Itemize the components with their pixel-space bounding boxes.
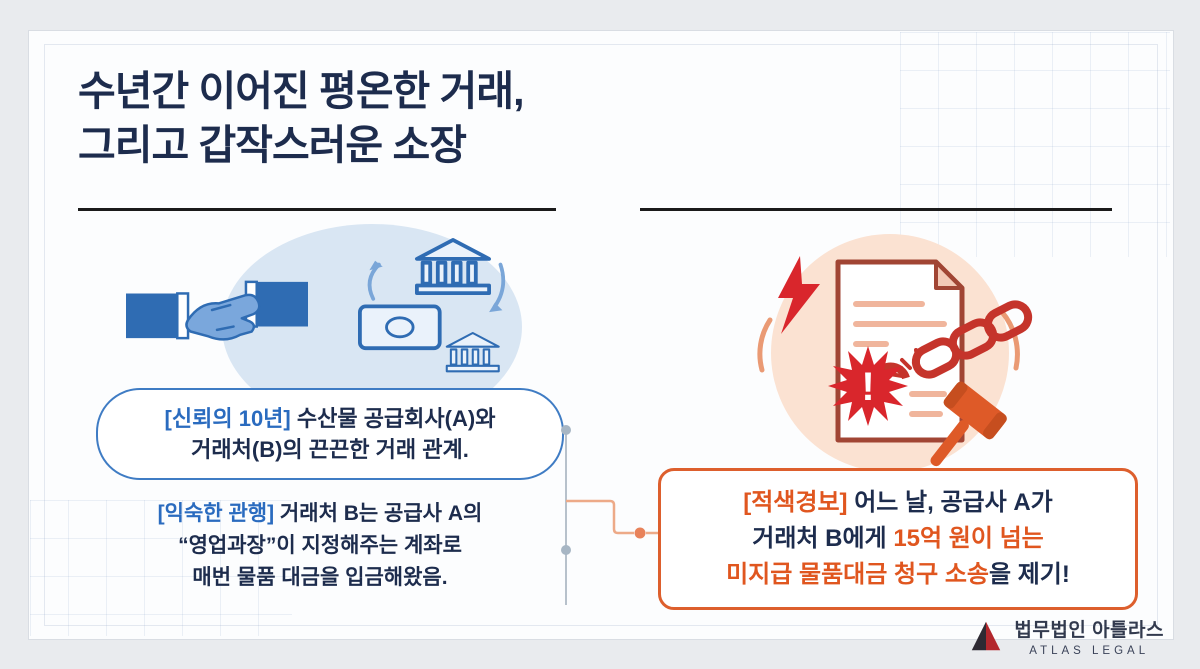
trust-bubble: [신뢰의 10년] 수산물 공급회사(A)와 거래처(B)의 끈끈한 거래 관계… — [96, 388, 564, 481]
warning-burst-icon: ! — [828, 346, 908, 426]
habit-tag: [익숙한 관행] — [157, 502, 275, 525]
logo-english-name: ATLAS LEGAL — [1029, 645, 1150, 657]
trust-bubble-line-1: [신뢰의 10년] 수산물 공급회사(A)와 — [108, 403, 552, 434]
alert-line2-accent: 15억 원이 넘는 — [893, 525, 1044, 552]
habit-note: [익숙한 관행] 거래처 B는 공급사 A의 “영업과장”이 지정해주는 계좌로… — [100, 498, 540, 594]
document-icon — [835, 259, 965, 443]
atlas-mountain-logo-icon — [972, 621, 1001, 651]
logo-korean-name: 법무법인 아틀라스 — [1014, 620, 1164, 641]
alert-tag: [적색경보] — [743, 489, 848, 516]
title-line-2: 그리고 갑작스러운 소장 — [78, 122, 467, 169]
alert-line-2: 거래처 B에게 15억 원이 넘는 — [669, 521, 1127, 557]
habit-note-line-2: “영업과장”이 지정해주는 계좌로 — [178, 533, 462, 557]
gavel-icon — [930, 381, 1007, 467]
title-line-1: 수년간 이어진 평온한 거래, — [78, 68, 524, 114]
trust-bubble-line-2: 거래처(B)의 끈끈한 거래 관계. — [191, 437, 469, 463]
alert-line3-plain: 을 제기! — [988, 561, 1070, 588]
footer-logo: 법무법인 아틀라스 ATLAS LEGAL — [968, 615, 1164, 657]
habit-note-line-1: [익숙한 관행] 거래처 B는 공급사 A의 — [100, 498, 540, 530]
red-alert-box: [적색경보] 어느 날, 공급사 A가 거래처 B에게 15억 원이 넘는 미지… — [658, 468, 1138, 610]
habit-line1-text: 거래처 B는 공급사 A의 — [274, 502, 483, 525]
divider-left — [78, 208, 556, 211]
footer-logo-text: 법무법인 아틀라스 ATLAS LEGAL — [1014, 615, 1164, 657]
divider-right — [640, 208, 1112, 211]
lawsuit-illustration: ! — [757, 234, 1033, 472]
burst-exclamation: ! — [861, 365, 874, 409]
vibration-arc-left — [757, 317, 773, 373]
habit-note-line-3: 매번 물품 대금을 입금해왔음. — [192, 565, 448, 589]
lightning-icon — [778, 256, 820, 334]
alert-line2-plain: 거래처 B에게 — [752, 525, 894, 552]
alert-line-3: 미지급 물품대금 청구 소송을 제기! — [669, 557, 1127, 593]
alert-line1-text: 어느 날, 공급사 A가 — [847, 489, 1053, 516]
vibration-arc-right — [999, 309, 1020, 371]
alert-line-1: [적색경보] 어느 날, 공급사 A가 — [669, 485, 1127, 521]
page-title: 수년간 이어진 평온한 거래, 그리고 갑작스러운 소장 — [78, 64, 638, 172]
trust-line1-text: 수산물 공급회사(A)와 — [290, 406, 496, 431]
bank-transfer-icon — [358, 238, 506, 373]
alert-line3-accent: 미지급 물품대금 청구 소송 — [726, 561, 989, 588]
handshake-icon — [126, 280, 308, 341]
trust-tag: [신뢰의 10년] — [164, 406, 291, 431]
